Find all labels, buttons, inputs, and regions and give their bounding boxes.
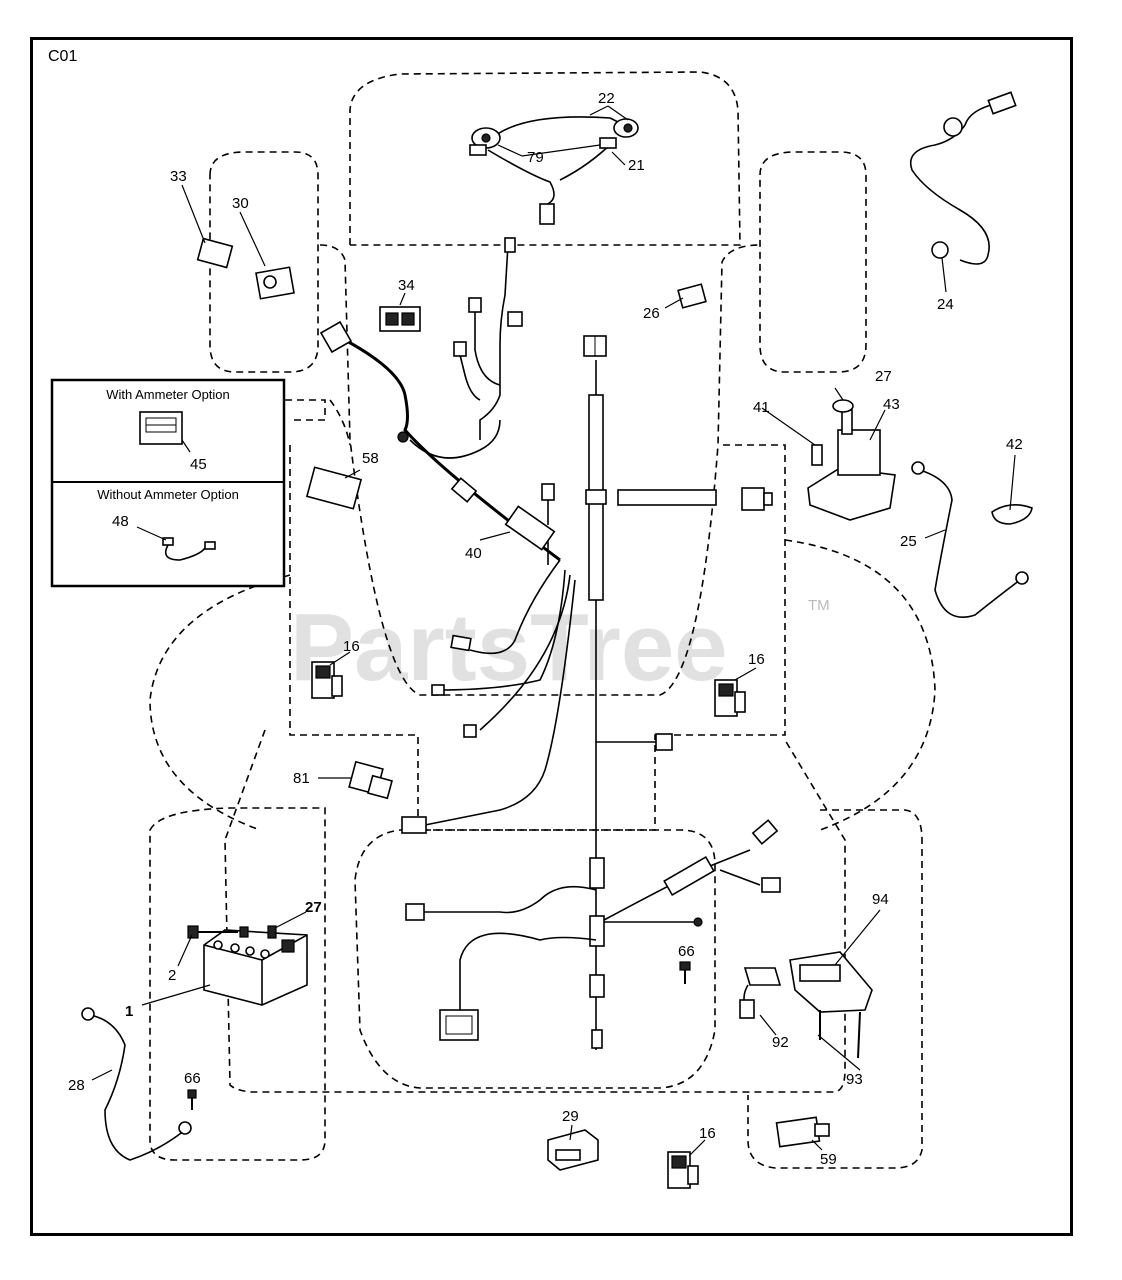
callout-58: 58 <box>362 450 379 467</box>
headlight-harness <box>469 116 639 225</box>
dash-panel-outline <box>319 244 761 696</box>
callout-29: 29 <box>562 1108 579 1125</box>
ignition-module-connector <box>439 1009 479 1041</box>
callout-93: 93 <box>846 1071 863 1088</box>
bracket-29-part <box>547 1129 599 1171</box>
leader-lines <box>91 105 1016 1156</box>
boot-42-part <box>991 504 1033 525</box>
callout-66-right: 66 <box>678 943 695 960</box>
ammeter-link-outline <box>285 399 351 446</box>
tractor-outline <box>149 71 936 1169</box>
callout-27-solenoid: 27 <box>875 368 892 385</box>
callout-24: 24 <box>937 296 954 313</box>
relay-58-part <box>305 466 363 510</box>
callout-22: 22 <box>598 90 615 107</box>
callout-34: 34 <box>398 277 415 294</box>
rear-left-wheel-outline <box>149 574 291 831</box>
callout-33: 33 <box>170 168 187 185</box>
callout-16-left: 16 <box>343 638 360 655</box>
callout-28: 28 <box>68 1077 85 1094</box>
lower-body-outline <box>224 729 846 1093</box>
callout-21: 21 <box>628 157 645 174</box>
rear-right-outline <box>747 809 923 1169</box>
callouts: 22 79 21 33 30 34 26 24 27 41 43 42 25 4… <box>68 90 1023 1168</box>
callout-45: 45 <box>190 456 207 473</box>
ammeter-option-box: With Ammeter Option Without Ammeter Opti… <box>50 378 286 588</box>
relay-33-part <box>196 237 234 269</box>
rectifier-59-part <box>775 1116 830 1148</box>
callout-81: 81 <box>293 770 310 787</box>
screw-66-left-part <box>187 1089 197 1110</box>
with-ammeter-label: With Ammeter Option <box>106 387 230 402</box>
jumper-wire-part <box>136 526 216 561</box>
callout-79: 79 <box>527 149 544 166</box>
battery-bolt-part <box>187 925 277 939</box>
switch-34-part <box>379 306 421 332</box>
hood-outline <box>349 71 741 246</box>
battery-part <box>203 929 308 1006</box>
trademark: TM <box>808 597 830 614</box>
rear-right-wheel-outline <box>784 539 936 831</box>
callout-1: 1 <box>125 1003 133 1020</box>
callout-40: 40 <box>465 545 482 562</box>
callout-30: 30 <box>232 195 249 212</box>
callout-26: 26 <box>643 305 660 322</box>
callout-16-right: 16 <box>748 651 765 668</box>
callout-42: 42 <box>1006 436 1023 453</box>
screw-66-right-part <box>679 961 691 984</box>
callout-25: 25 <box>900 533 917 550</box>
solenoid-43-part <box>807 399 896 521</box>
callout-16-bottom: 16 <box>699 1125 716 1142</box>
engine-deck-outline <box>354 829 716 1089</box>
ammeter-part <box>139 411 191 453</box>
relay-81-part <box>348 760 393 800</box>
callout-2: 2 <box>168 967 176 984</box>
callout-41: 41 <box>753 399 770 416</box>
callout-43: 43 <box>883 396 900 413</box>
callout-59: 59 <box>820 1151 837 1168</box>
fuse-26-part <box>677 283 707 309</box>
callout-94: 94 <box>872 891 889 908</box>
diagram-frame <box>30 37 1073 1236</box>
callout-48: 48 <box>112 513 129 530</box>
cable-28-part <box>81 1007 192 1161</box>
switch-16-bottom-part <box>667 1151 699 1189</box>
control-module-94-part <box>739 951 873 1059</box>
front-right-wheel-outline <box>759 151 867 373</box>
callout-66-left: 66 <box>184 1070 201 1087</box>
switch-16-right-part <box>714 679 746 717</box>
cable-25-part <box>911 461 1029 618</box>
starter-switch-30-part <box>255 266 295 300</box>
without-ammeter-label: Without Ammeter Option <box>97 487 239 502</box>
main-harness <box>319 237 781 1050</box>
diagram-code: C01 <box>48 48 77 65</box>
front-left-wheel-outline <box>209 151 319 373</box>
callout-92: 92 <box>772 1034 789 1051</box>
callout-27-battery: 27 <box>305 899 322 916</box>
switch-16-left-part <box>311 661 343 699</box>
rear-left-outline <box>149 807 326 1161</box>
cable-24-part <box>910 91 1017 265</box>
